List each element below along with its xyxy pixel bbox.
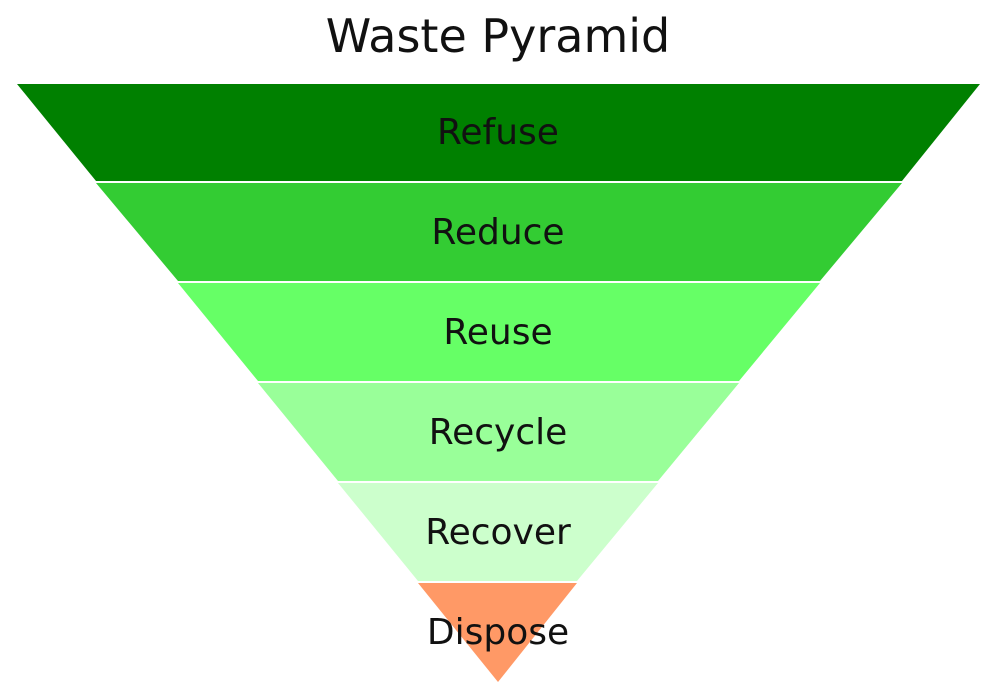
level-recycle-label: Recycle [429,412,568,453]
level-dispose-label: Dispose [427,612,569,653]
level-recycle-band [258,383,739,481]
level-refuse-label: Refuse [437,112,559,153]
level-recover-band [338,483,658,581]
level-reduce-label: Reduce [431,212,564,253]
level-dispose-band [418,583,577,682]
level-reuse-band [178,283,820,381]
level-reuse-label: Reuse [443,312,552,353]
level-recover-label: Recover [425,512,571,553]
diagram-title: Waste Pyramid [325,9,671,63]
level-reduce-band [96,183,902,281]
level-refuse-band [17,84,980,181]
